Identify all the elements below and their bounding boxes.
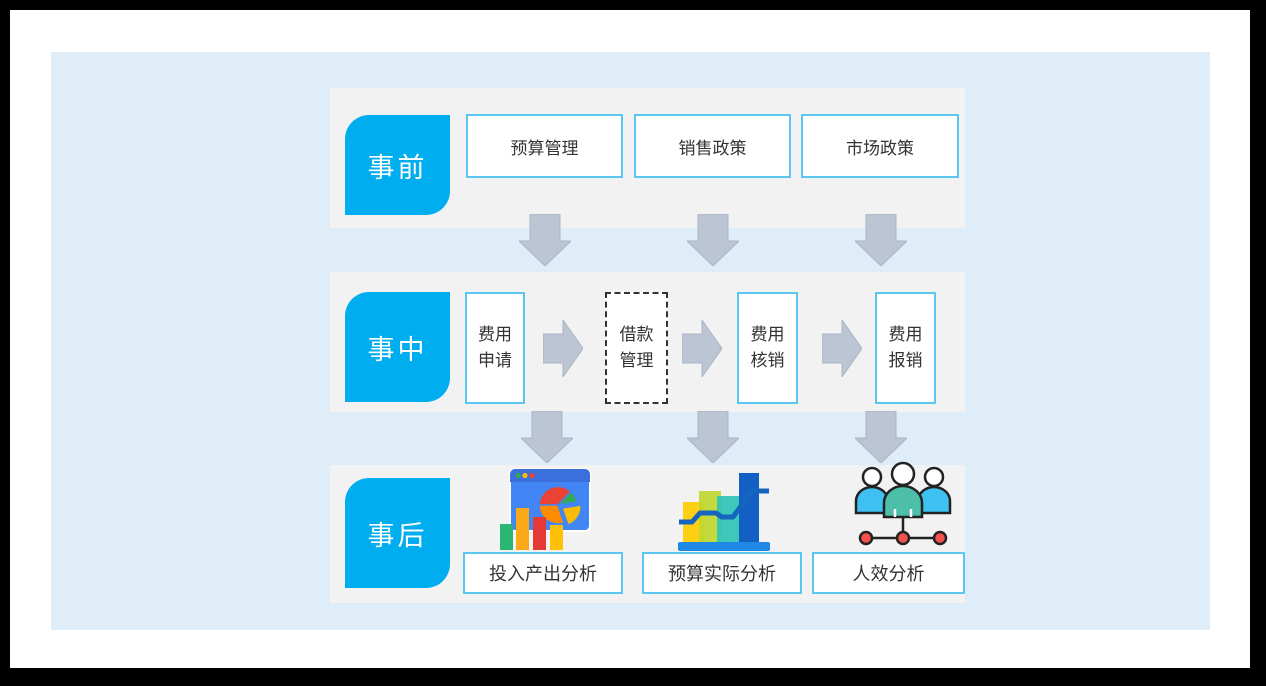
stage-label-during: 事中: [345, 292, 450, 402]
down-arrow-icon: [855, 411, 907, 463]
down-arrow-icon: [687, 411, 739, 463]
right-arrow-icon: [822, 320, 862, 377]
box-market-policy: 市场政策: [801, 114, 959, 178]
box-expense-verification: 费用核销: [737, 292, 798, 404]
box-input-output-analysis: 投入产出分析: [463, 552, 623, 594]
right-arrow-icon: [682, 320, 722, 377]
down-arrow-icon: [519, 214, 571, 266]
box-expense-application: 费用申请: [465, 292, 525, 404]
box-loan-management: 借款管理: [605, 292, 668, 404]
box-budget-actual-analysis: 预算实际分析: [642, 552, 802, 594]
box-expense-reimbursement: 费用报销: [875, 292, 936, 404]
stage-label-before: 事前: [345, 115, 450, 215]
team-org-chart-icon: [854, 461, 952, 546]
down-arrow-icon: [521, 411, 573, 463]
dashboard-pie-bar-chart-icon: [500, 468, 591, 550]
down-arrow-icon: [855, 214, 907, 266]
box-budget-management: 预算管理: [466, 114, 623, 178]
bar-line-chart-icon: [678, 473, 770, 551]
box-sales-policy: 销售政策: [634, 114, 791, 178]
down-arrow-icon: [687, 214, 739, 266]
stage-label-after: 事后: [345, 478, 450, 588]
right-arrow-icon: [543, 320, 583, 377]
box-hr-efficiency-analysis: 人效分析: [812, 552, 965, 594]
